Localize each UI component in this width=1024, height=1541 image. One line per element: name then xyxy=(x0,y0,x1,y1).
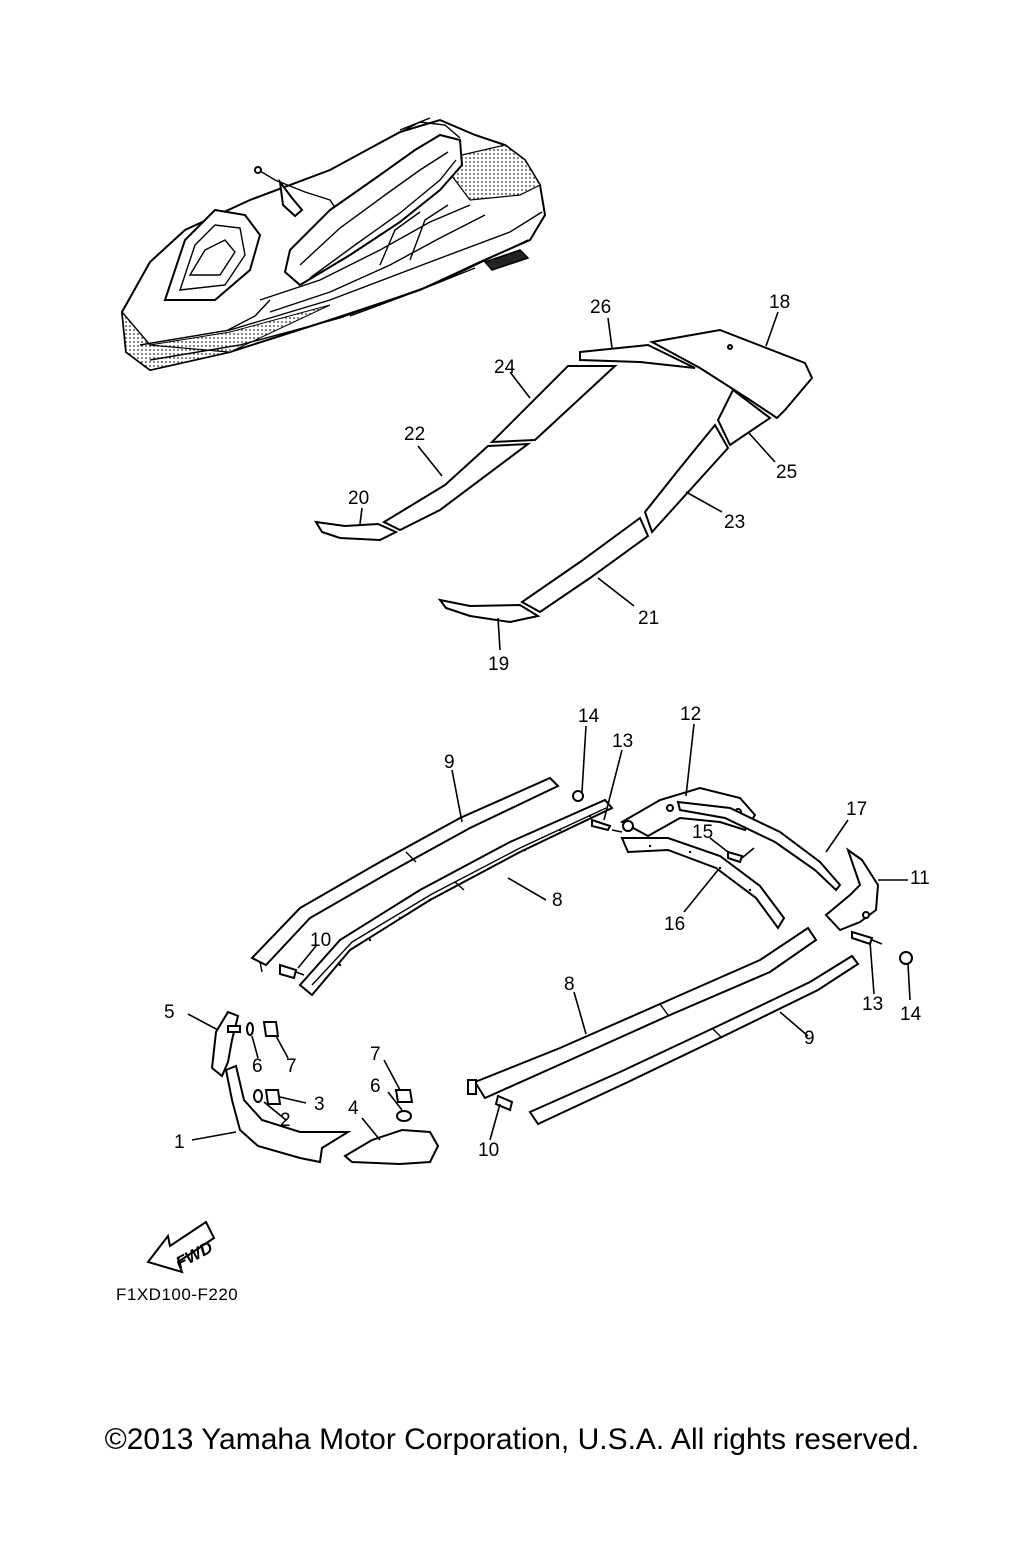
callout-5: 5 xyxy=(164,1002,175,1023)
copyright-notice: ©2013 Yamaha Motor Corporation, U.S.A. A… xyxy=(105,1423,920,1456)
callout-19: 19 xyxy=(488,654,509,675)
callout-8-lower: 8 xyxy=(564,974,575,995)
watercraft-illustration xyxy=(120,117,547,372)
callout-20: 20 xyxy=(348,488,369,509)
mat-22 xyxy=(381,442,532,532)
mat-18 xyxy=(649,328,814,420)
callout-6-lower: 6 xyxy=(370,1076,381,1097)
callout-11: 11 xyxy=(910,868,930,889)
callout-22: 22 xyxy=(404,424,425,445)
callout-10-upper: 10 xyxy=(310,930,331,951)
callout-12: 12 xyxy=(680,704,701,725)
callout-9-lower: 9 xyxy=(804,1028,815,1049)
callout-14-lower: 14 xyxy=(900,1004,922,1025)
mat-26 xyxy=(579,343,696,369)
callout-13-upper: 13 xyxy=(612,731,633,752)
callout-15: 15 xyxy=(692,822,713,843)
callout-13-lower: 13 xyxy=(862,994,883,1015)
callout-10-lower: 10 xyxy=(478,1140,499,1161)
rail-8-right xyxy=(473,926,818,1100)
rails-and-guards xyxy=(187,723,913,1166)
callout-23: 23 xyxy=(724,512,745,533)
callout-6-upper: 6 xyxy=(252,1056,263,1077)
mat-20 xyxy=(314,520,399,542)
bracket-11 xyxy=(824,847,880,932)
rail-17 xyxy=(676,800,842,892)
fwd-arrow-icon: FWD xyxy=(146,1220,216,1274)
callout-labels: 18 26 24 22 20 25 23 21 19 14 12 13 9 17… xyxy=(164,292,930,1161)
callout-2: 2 xyxy=(280,1110,291,1131)
callout-24: 24 xyxy=(494,357,516,378)
callout-1: 1 xyxy=(174,1132,185,1153)
callout-14-upper: 14 xyxy=(578,706,600,727)
mat-19 xyxy=(437,598,541,624)
mat-23 xyxy=(643,423,730,534)
callout-21: 21 xyxy=(638,608,659,629)
callout-17: 17 xyxy=(846,799,867,820)
mat-24 xyxy=(489,365,618,444)
deck-mats xyxy=(314,311,814,651)
callout-16: 16 xyxy=(664,914,685,935)
callout-3: 3 xyxy=(314,1094,325,1115)
cover-4 xyxy=(343,1128,440,1166)
diagram-code: F1XD100-F220 xyxy=(116,1285,238,1304)
callout-9-upper: 9 xyxy=(444,752,455,773)
rail-16 xyxy=(620,837,786,930)
callout-4: 4 xyxy=(348,1098,359,1119)
guard-1 xyxy=(224,1064,352,1164)
rail-9-left xyxy=(250,776,560,967)
callout-25: 25 xyxy=(776,462,797,483)
mat-25 xyxy=(716,388,772,447)
rail-9-right xyxy=(528,954,860,1126)
callout-18: 18 xyxy=(769,292,790,313)
callout-7-lower: 7 xyxy=(370,1044,381,1065)
callout-7-upper: 7 xyxy=(286,1056,297,1077)
callout-26: 26 xyxy=(590,297,611,318)
callout-8-upper: 8 xyxy=(552,890,563,911)
mat-21 xyxy=(520,516,650,614)
